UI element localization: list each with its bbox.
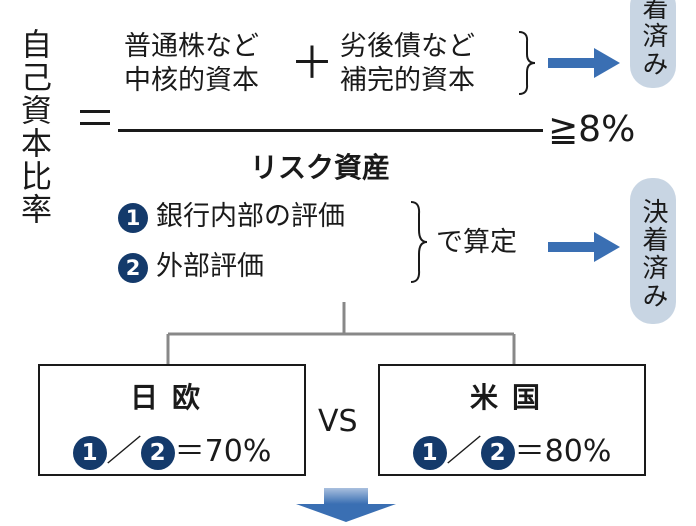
box-right-title: 米国 [469,381,554,414]
box-right-formula: 1／2＝80% [380,426,644,470]
method-item-1: 1 銀行内部の評価 [118,200,345,234]
method-item-2: 2 外部評価 [118,250,264,284]
box-japan-europe: 日欧 1／2＝70% [38,364,306,476]
denominator-status-text: 決着済み [638,198,668,310]
term2-line2: 補完的資本 [340,65,475,96]
slash: ／ [105,434,142,469]
box-left-formula: 1／2＝70% [40,426,304,470]
box-left-title: 日欧 [129,381,214,414]
box-us: 米国 1／2＝80% [378,364,646,476]
threshold: ≧8% [548,109,636,150]
method-2-label: 外部評価 [156,251,264,282]
term1-line1: 普通株など [124,31,259,62]
term1-line2: 中核的資本 [124,65,259,96]
versus-label: VS [318,404,358,439]
tree-connector [166,302,526,370]
method-1-label: 銀行内部の評価 [156,201,345,232]
calc-text: で算定 [436,227,517,258]
numerator-term2: 劣後債など 補完的資本 [340,30,475,98]
capital-ratio-label: 自己資本比率 [15,28,51,226]
number-1-icon: 1 [412,435,447,470]
methods-brace [408,200,430,284]
slash: ／ [445,434,482,469]
number-2-icon: 2 [118,252,148,283]
term2-line1: 劣後債など [340,31,475,62]
equals-sign [80,106,110,128]
denominator-label: リスク資産 [250,151,391,184]
numerator-arrow-icon [548,48,620,82]
number-2-icon: 2 [480,435,515,470]
denominator-status-badge: 決着済み [630,178,676,324]
number-1-icon: 1 [118,202,148,233]
numerator-brace [516,30,538,96]
denominator-arrow-icon [548,232,620,266]
plus-sign: ＋ [290,38,334,89]
numerator-status-text: 着済み [638,0,668,78]
down-arrow-icon [296,488,396,526]
numerator-status-badge: 着済み [630,0,676,88]
box-left-result: ＝70% [174,434,272,469]
number-1-icon: 1 [72,435,107,470]
numerator-term1: 普通株など 中核的資本 [124,30,259,98]
number-2-icon: 2 [140,435,175,470]
box-right-result: ＝80% [514,434,612,469]
fraction-line [118,129,543,132]
